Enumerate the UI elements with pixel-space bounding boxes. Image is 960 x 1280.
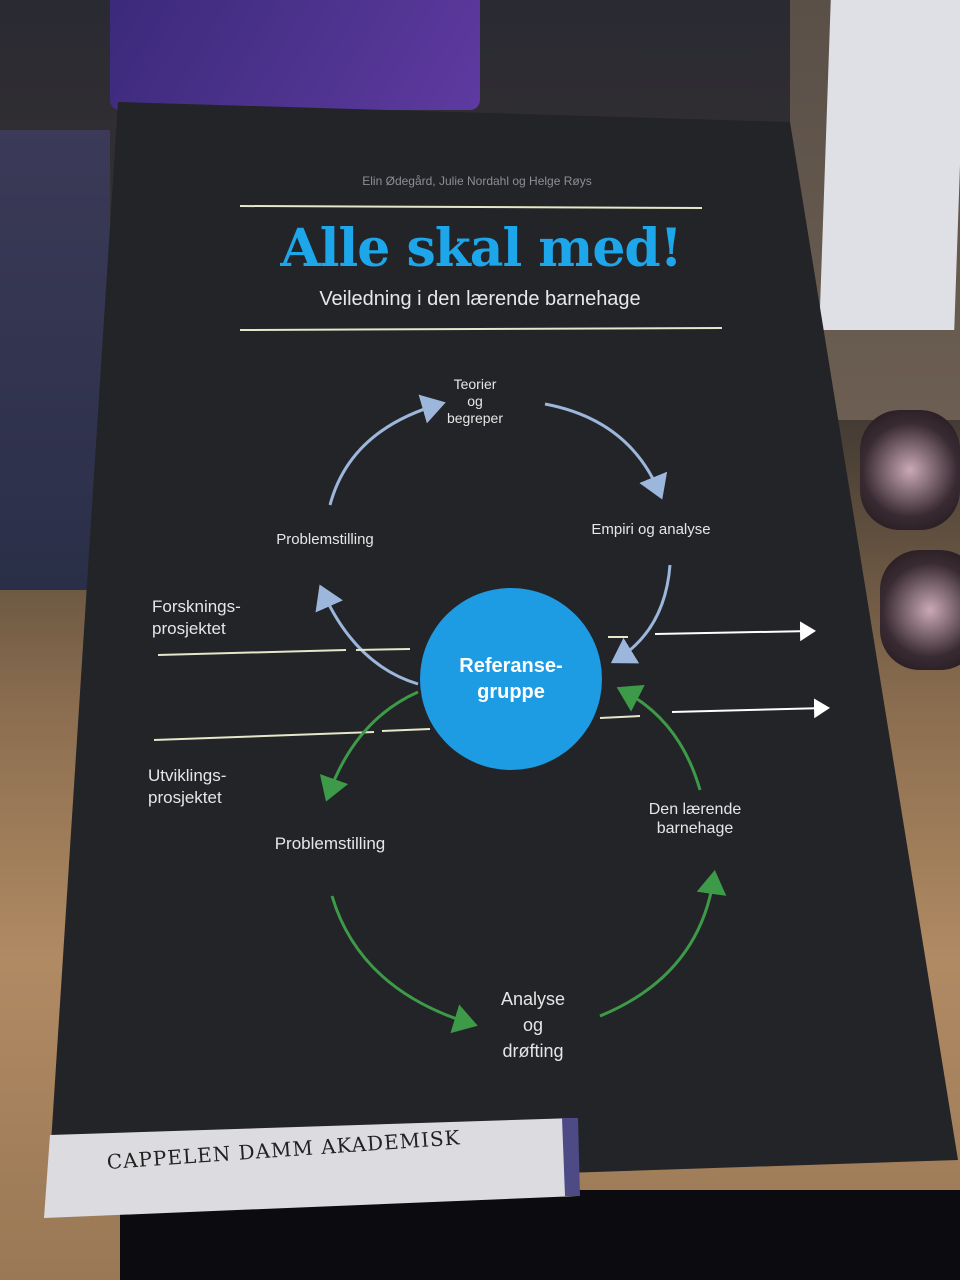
circle-label: Referanse- gruppe <box>459 655 563 703</box>
arrow-right-up <box>616 684 702 791</box>
lane-line-top-left <box>157 649 347 656</box>
lane-line-bottom-mid <box>381 728 431 732</box>
arrow-center-down <box>319 690 419 802</box>
lane-line-top-mid <box>355 648 411 651</box>
arrow-top-right <box>544 402 668 500</box>
book-subtitle: Veiledning i den lærende barnehage <box>319 288 641 310</box>
label-teorier: Teorier og begreper <box>446 376 504 426</box>
label-analyse-og-drofting: Analyse og drøfting <box>500 989 566 1061</box>
candle-holder <box>860 410 960 530</box>
book-title: Alle skal med! <box>280 218 682 279</box>
lane-line-bottom-gap <box>599 715 641 719</box>
arrow-bottom-left <box>330 895 478 1034</box>
lane-arrow-bottom <box>671 698 830 719</box>
arrow-center-left <box>315 584 419 686</box>
publisher-strip <box>44 1118 578 1218</box>
label-problemstilling-top: Problemstilling <box>276 531 374 548</box>
lane-line-bottom-left <box>153 731 375 741</box>
author-line: Elin Ødegård, Julie Nordahl og Helge Røy… <box>362 174 592 188</box>
label-problemstilling-bottom: Problemstilling <box>274 834 386 853</box>
arrow-top-left <box>328 394 446 506</box>
title-rule-top <box>239 205 703 209</box>
title-rule-bottom <box>239 327 723 331</box>
strip-accent <box>562 1118 580 1196</box>
label-empiri: Empiri og analyse <box>591 521 711 538</box>
arrow-bottom-right <box>599 870 727 1018</box>
lane-arrow-top <box>654 621 816 642</box>
arrow-right-down <box>610 564 672 664</box>
label-utviklingsprosjektet: Utviklings- prosjektet <box>148 766 227 807</box>
label-den-laerende-barnehage: Den lærende barnehage <box>648 801 742 837</box>
snack-bag <box>110 0 480 110</box>
label-forskningsprosjektet: Forsknings- prosjektet <box>152 597 241 638</box>
referansegruppe-circle: Referanse- gruppe <box>420 588 602 770</box>
candle-holder <box>880 550 960 670</box>
